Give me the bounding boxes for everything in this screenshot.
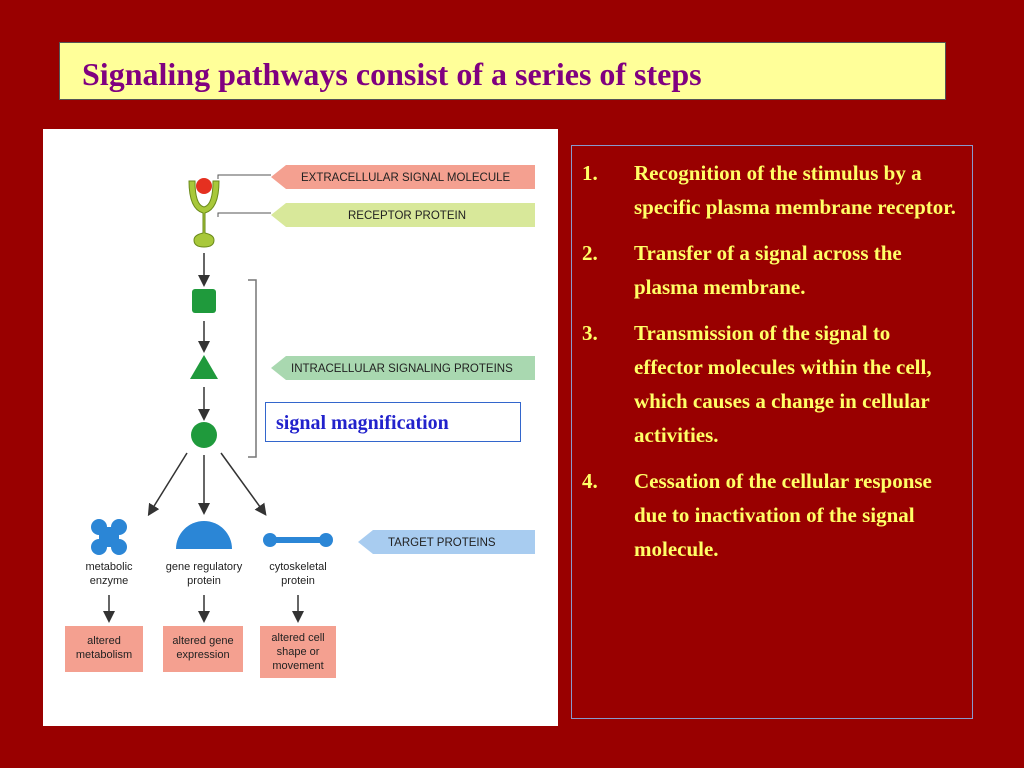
slide-title: Signaling pathways consist of a series o… [82, 56, 702, 92]
target-label: TARGET PROTEINS [388, 537, 496, 549]
signal-magnification-box: signal magnification [265, 402, 521, 442]
effect-box-1 [65, 626, 143, 672]
arrow-to-metabolic-enzyme [147, 452, 188, 517]
receptor-protein-shape [188, 180, 220, 248]
target-1-name-line2: enzyme [90, 575, 129, 587]
step-text: Cessation of the cellular response due t… [634, 469, 932, 561]
intracellular-bracket [248, 279, 257, 458]
step-text: Transfer of a signal across the plasma m… [634, 241, 902, 299]
step-item: 1. Recognition of the stimulus by a speci… [582, 156, 962, 224]
target-2-name-line1: gene regulatory [166, 561, 243, 573]
steps-box: 1. Recognition of the stimulus by a speci… [571, 145, 973, 719]
step-item: 4. Cessation of the cellular response due… [582, 464, 962, 566]
steps-list: 1. Recognition of the stimulus by a speci… [582, 156, 962, 578]
effect-1-line2: metabolism [76, 649, 132, 661]
effect-box-3 [260, 626, 336, 678]
effect-box-2 [163, 626, 243, 672]
effect-3-line1: altered cell [271, 632, 324, 644]
title-box: Signaling pathways consist of a series o… [59, 42, 946, 100]
signal-pointer-line [217, 174, 271, 179]
signaling-protein-triangle [190, 355, 218, 379]
receptor-label-arrow [271, 203, 535, 227]
target-label-arrow [358, 530, 535, 554]
receptor-label: RECEPTOR PROTEIN [348, 210, 466, 222]
step-number: 4. [582, 469, 598, 493]
target-3-name-line1: cytoskeletal [269, 561, 326, 573]
effect-2-line1: altered gene [172, 635, 233, 647]
metabolic-enzyme-shape [91, 519, 127, 555]
gene-regulatory-protein-shape [176, 521, 232, 549]
step-number: 2. [582, 241, 598, 265]
effect-2-line2: expression [176, 649, 229, 661]
effect-3-line2: shape or [277, 646, 320, 658]
cytoskeletal-protein-shape [263, 533, 333, 547]
step-number: 3. [582, 321, 598, 345]
signal-molecule-shape [196, 178, 212, 194]
step-item: 2. Transfer of a signal across the plasma… [582, 236, 962, 304]
target-1-name-line1: metabolic [85, 561, 133, 573]
intracellular-label-arrow [271, 356, 535, 380]
receptor-pointer-line [217, 212, 271, 217]
effect-1-line1: altered [87, 635, 121, 647]
intracellular-label: INTRACELLULAR SIGNALING PROTEINS [291, 363, 513, 375]
step-item: 3. Transmission of the signal to effector… [582, 316, 962, 452]
signaling-protein-square [192, 289, 216, 313]
signal-magnification-label: signal magnification [276, 412, 449, 434]
target-2-name-line2: protein [187, 575, 221, 587]
step-text: Transmission of the signal to effector m… [634, 321, 932, 447]
target-3-name-line2: protein [281, 575, 315, 587]
step-text: Recognition of the stimulus by a specifi… [634, 161, 956, 219]
signaling-protein-circle [191, 422, 217, 448]
pathway-diagram: EXTRACELLULAR SIGNAL MOLECULE RECEPTOR P… [65, 165, 535, 678]
step-number: 1. [582, 161, 598, 185]
extracellular-label: EXTRACELLULAR SIGNAL MOLECULE [301, 172, 511, 184]
arrow-to-cytoskeletal [220, 452, 267, 516]
extracellular-label-arrow [271, 165, 535, 189]
effect-3-line3: movement [272, 660, 323, 672]
